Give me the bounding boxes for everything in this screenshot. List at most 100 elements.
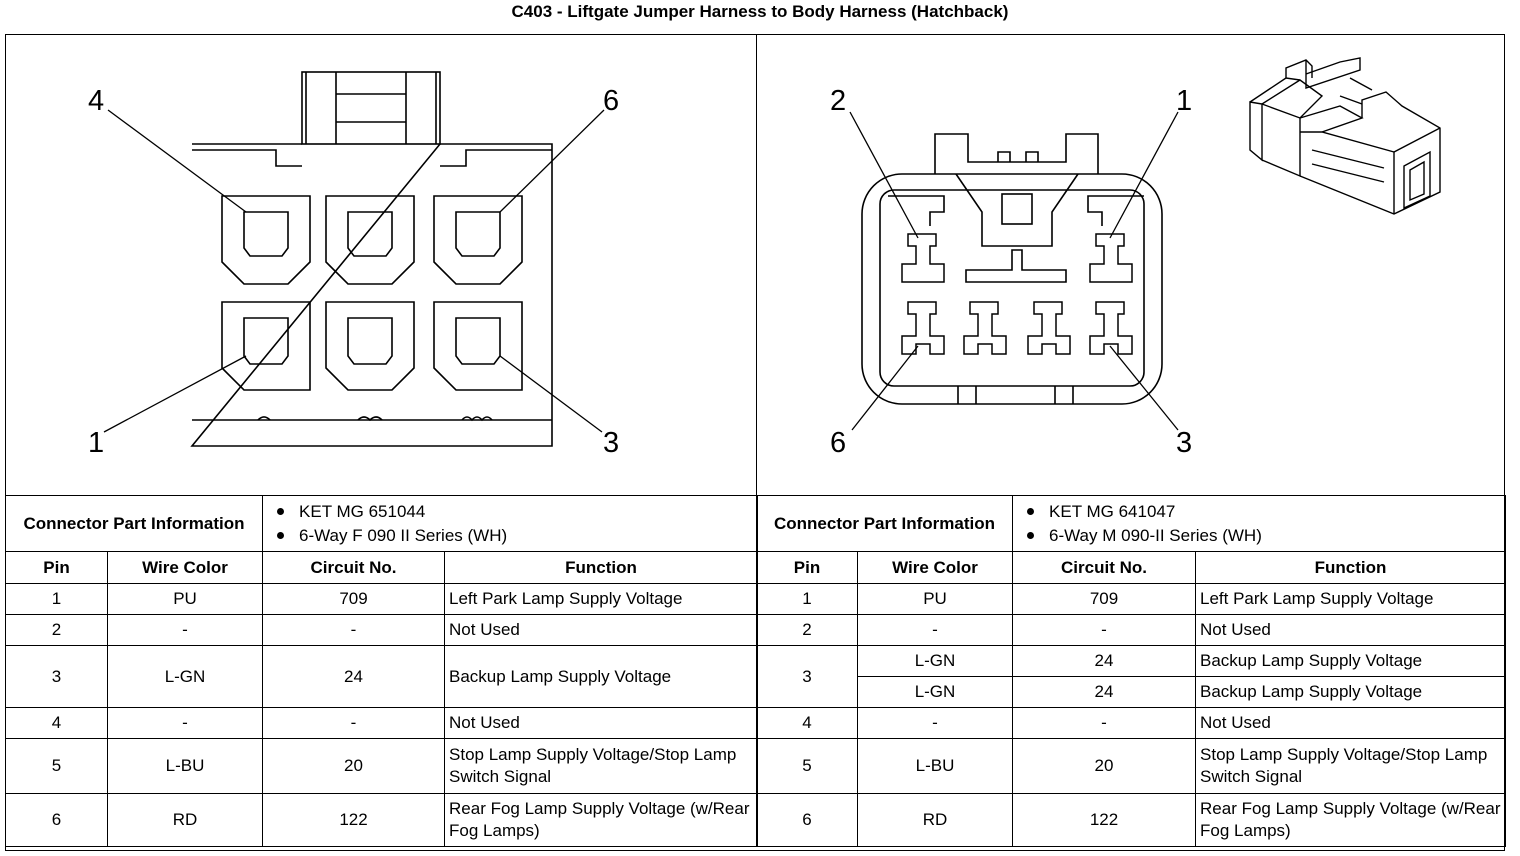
- function-cell: Stop Lamp Supply Voltage/Stop Lamp Switc…: [1195, 738, 1507, 794]
- part-series: 6-Way F 090 II Series (WH): [299, 525, 508, 545]
- connector-part-list: KET MG 641047 6-Way M 090-II Series (WH): [1012, 495, 1507, 552]
- pin-cell: 4: [756, 707, 858, 739]
- left-leader-lines: [103, 109, 605, 433]
- circuit-cell: -: [1012, 614, 1197, 646]
- right-connector-keying: [888, 173, 1144, 283]
- header-pin: Pin: [756, 551, 858, 584]
- diagram-frame: [5, 34, 1505, 851]
- header-function: Function: [1195, 551, 1507, 584]
- circuit-cell: 709: [262, 583, 446, 615]
- table-row: 3 L-GN 24 Backup Lamp Supply Voltage: [5, 645, 759, 708]
- connector-part-info-label: Connector Part Information: [4, 495, 264, 552]
- right-terminals: [901, 233, 1133, 355]
- pin-label-3: 3: [603, 427, 619, 459]
- function-cell: Stop Lamp Supply Voltage/Stop Lamp Switc…: [444, 738, 759, 794]
- wire-color-cell: L-GN: [856, 645, 1014, 677]
- wire-color-cell: -: [856, 614, 1014, 646]
- circuit-cell: -: [1012, 707, 1197, 739]
- function-cell: Backup Lamp Supply Voltage: [444, 645, 759, 708]
- left-connector-body: [190, 143, 553, 447]
- pin-cell: 1: [5, 583, 108, 615]
- left-cavities: [221, 195, 523, 391]
- function-cell: Backup Lamp Supply Voltage: [1195, 645, 1507, 677]
- circuit-cell: 122: [262, 793, 446, 847]
- right-leader-lines: [849, 111, 1179, 431]
- function-cell: Not Used: [444, 614, 759, 646]
- header-function: Function: [444, 551, 759, 584]
- function-cell: Rear Fog Lamp Supply Voltage (w/Rear Fog…: [1195, 793, 1507, 847]
- pin-cell: 3: [5, 645, 108, 708]
- pin-cell: 5: [5, 738, 108, 794]
- function-cell: Left Park Lamp Supply Voltage: [444, 583, 759, 615]
- wire-color-cell: L-GN: [106, 645, 264, 708]
- table-row: 3 L-GN 24 Backup Lamp Supply Voltage: [756, 645, 1507, 708]
- function-cell: Left Park Lamp Supply Voltage: [1195, 583, 1507, 615]
- table-row: 5 L-BU 20 Stop Lamp Supply Voltage/Stop …: [756, 738, 1507, 794]
- circuit-cell: -: [262, 707, 446, 739]
- pin-cell: 2: [5, 614, 108, 646]
- right-connector-table: Connector Part Information KET MG 641047…: [755, 495, 1507, 847]
- bullet-icon: [1027, 531, 1035, 539]
- table-row: 4 - - Not Used: [756, 707, 1507, 739]
- pin-cell: 2: [756, 614, 858, 646]
- pin-label-3: 3: [1176, 427, 1192, 459]
- connector-isometric-view: [1249, 57, 1441, 215]
- circuit-cell: -: [262, 614, 446, 646]
- pin-label-1: 1: [1176, 85, 1192, 117]
- pin-cell: 6: [5, 793, 108, 847]
- function-cell: Not Used: [1195, 707, 1507, 739]
- pin-label-2: 2: [830, 85, 846, 117]
- circuit-cell: 24: [1012, 676, 1197, 708]
- circuit-cell: 122: [1012, 793, 1197, 847]
- circuit-cell: 24: [262, 645, 446, 708]
- circuit-cell: 20: [1012, 738, 1197, 794]
- connector-part-info-label: Connector Part Information: [755, 495, 1014, 552]
- wire-color-cell: PU: [856, 583, 1014, 615]
- wire-color-cell: RD: [106, 793, 264, 847]
- left-connector-diagram: 4 6 1 3: [88, 71, 619, 459]
- left-connector-latch: [301, 71, 441, 145]
- wire-color-cell: L-BU: [106, 738, 264, 794]
- function-cell: Not Used: [1195, 614, 1507, 646]
- header-circuit-no: Circuit No.: [1012, 551, 1197, 584]
- part-number: KET MG 641047: [1049, 501, 1176, 521]
- table-row: 4 - - Not Used: [5, 707, 759, 739]
- table-row: 6 RD 122 Rear Fog Lamp Supply Voltage (w…: [756, 793, 1507, 847]
- table-row: 2 - - Not Used: [5, 614, 759, 646]
- function-cell: Rear Fog Lamp Supply Voltage (w/Rear Fog…: [444, 793, 759, 847]
- connector-part-list: KET MG 651044 6-Way F 090 II Series (WH): [262, 495, 759, 552]
- pin-label-6: 6: [830, 427, 846, 459]
- table-row: 1 PU 709 Left Park Lamp Supply Voltage: [5, 583, 759, 615]
- wire-color-cell: -: [106, 614, 264, 646]
- pin-cell: 5: [756, 738, 858, 794]
- wire-color-cell: PU: [106, 583, 264, 615]
- pin-cell: 1: [756, 583, 858, 615]
- wire-color-cell: L-GN: [856, 676, 1014, 708]
- table-row: 6 RD 122 Rear Fog Lamp Supply Voltage (w…: [5, 793, 759, 847]
- left-connector-table: Connector Part Information KET MG 651044…: [4, 495, 759, 847]
- part-series: 6-Way M 090-II Series (WH): [1049, 525, 1262, 545]
- table-row: 2 - - Not Used: [756, 614, 1507, 646]
- wire-color-cell: -: [856, 707, 1014, 739]
- table-row: L-GN 24 Backup Lamp Supply Voltage: [757, 676, 1507, 708]
- bullet-icon: [277, 507, 285, 515]
- function-cell: Backup Lamp Supply Voltage: [1195, 676, 1507, 708]
- wire-color-cell: RD: [856, 793, 1014, 847]
- header-pin: Pin: [5, 551, 108, 584]
- wire-color-cell: L-BU: [856, 738, 1014, 794]
- header-wire-color: Wire Color: [856, 551, 1014, 584]
- center-divider: [756, 34, 757, 495]
- page-title: C403 - Liftgate Jumper Harness to Body H…: [511, 2, 1009, 21]
- circuit-cell: 709: [1012, 583, 1197, 615]
- bullet-icon: [1027, 507, 1035, 515]
- wire-color-cell: -: [106, 707, 264, 739]
- part-number: KET MG 651044: [299, 501, 426, 521]
- pin-cell: 4: [5, 707, 108, 739]
- pin-cell: 6: [756, 793, 858, 847]
- pin-cell: 3: [756, 645, 858, 708]
- pin-label-1: 1: [88, 427, 104, 459]
- pin-label-4: 4: [88, 85, 104, 117]
- right-connector-shell: [861, 133, 1163, 405]
- function-cell: Not Used: [444, 707, 759, 739]
- circuit-cell: 20: [262, 738, 446, 794]
